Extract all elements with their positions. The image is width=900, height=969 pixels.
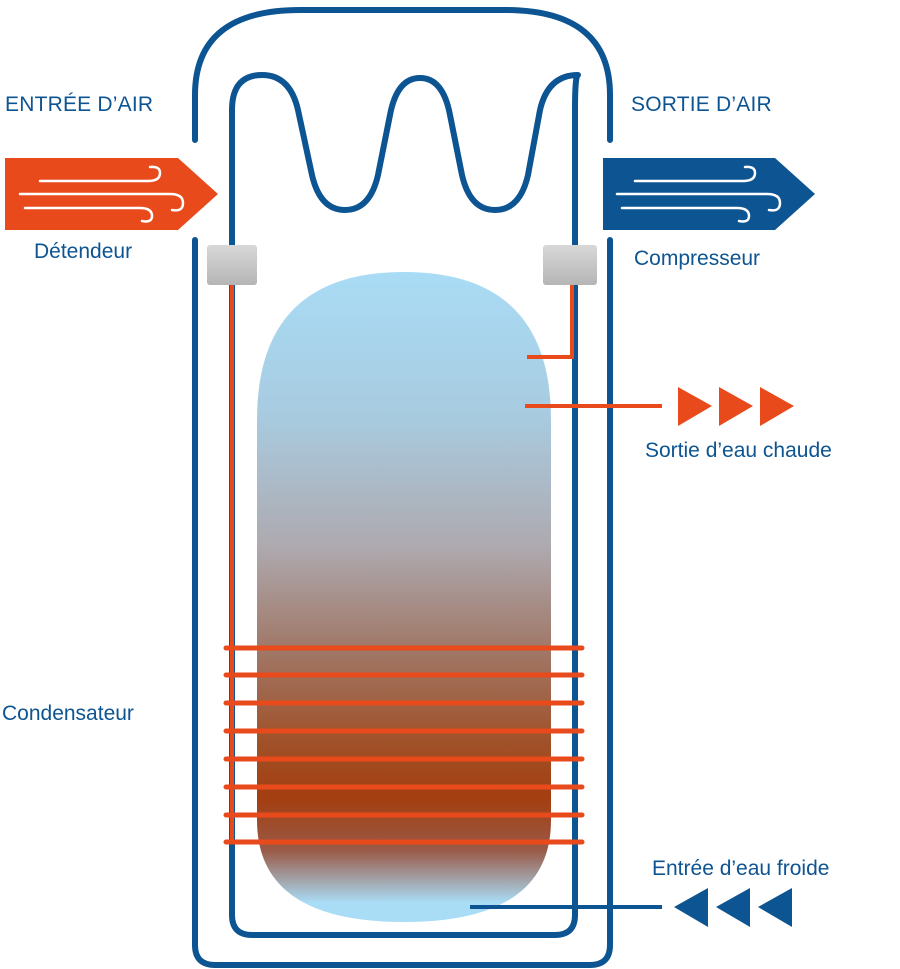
air-out-arrow xyxy=(603,158,815,230)
water-tank xyxy=(257,272,551,922)
wind-icon xyxy=(615,165,782,223)
expansion-valve-component xyxy=(207,245,257,285)
outer-housing xyxy=(192,7,613,968)
wind-icon xyxy=(18,165,185,223)
hot-water-arrows xyxy=(678,387,794,426)
inner-wall-evaporator xyxy=(229,72,581,938)
cold-water-arrows xyxy=(674,888,792,927)
expansion-valve-label: Détendeur xyxy=(34,240,133,263)
condenser-coil xyxy=(223,645,585,845)
hot-water-out-label: Sortie d’eau chaude xyxy=(645,439,832,462)
arrow-left-icon xyxy=(674,888,708,927)
arrow-right-icon xyxy=(760,387,794,426)
compressor-component xyxy=(543,245,597,285)
arrow-right-icon xyxy=(678,387,712,426)
cold-water-in-label: Entrée d’eau froide xyxy=(652,857,830,880)
arrow-right-icon xyxy=(719,387,753,426)
arrow-left-icon xyxy=(758,888,792,927)
air-in-label: ENTRÉE D’AIR xyxy=(5,93,154,116)
arrow-left-icon xyxy=(716,888,750,927)
compressor-label: Compresseur xyxy=(634,247,761,270)
refrigerant-lines xyxy=(230,285,662,842)
air-out-label: SORTIE D’AIR xyxy=(631,93,772,116)
condenser-label: Condensateur xyxy=(2,702,134,725)
air-in-arrow xyxy=(5,158,218,230)
